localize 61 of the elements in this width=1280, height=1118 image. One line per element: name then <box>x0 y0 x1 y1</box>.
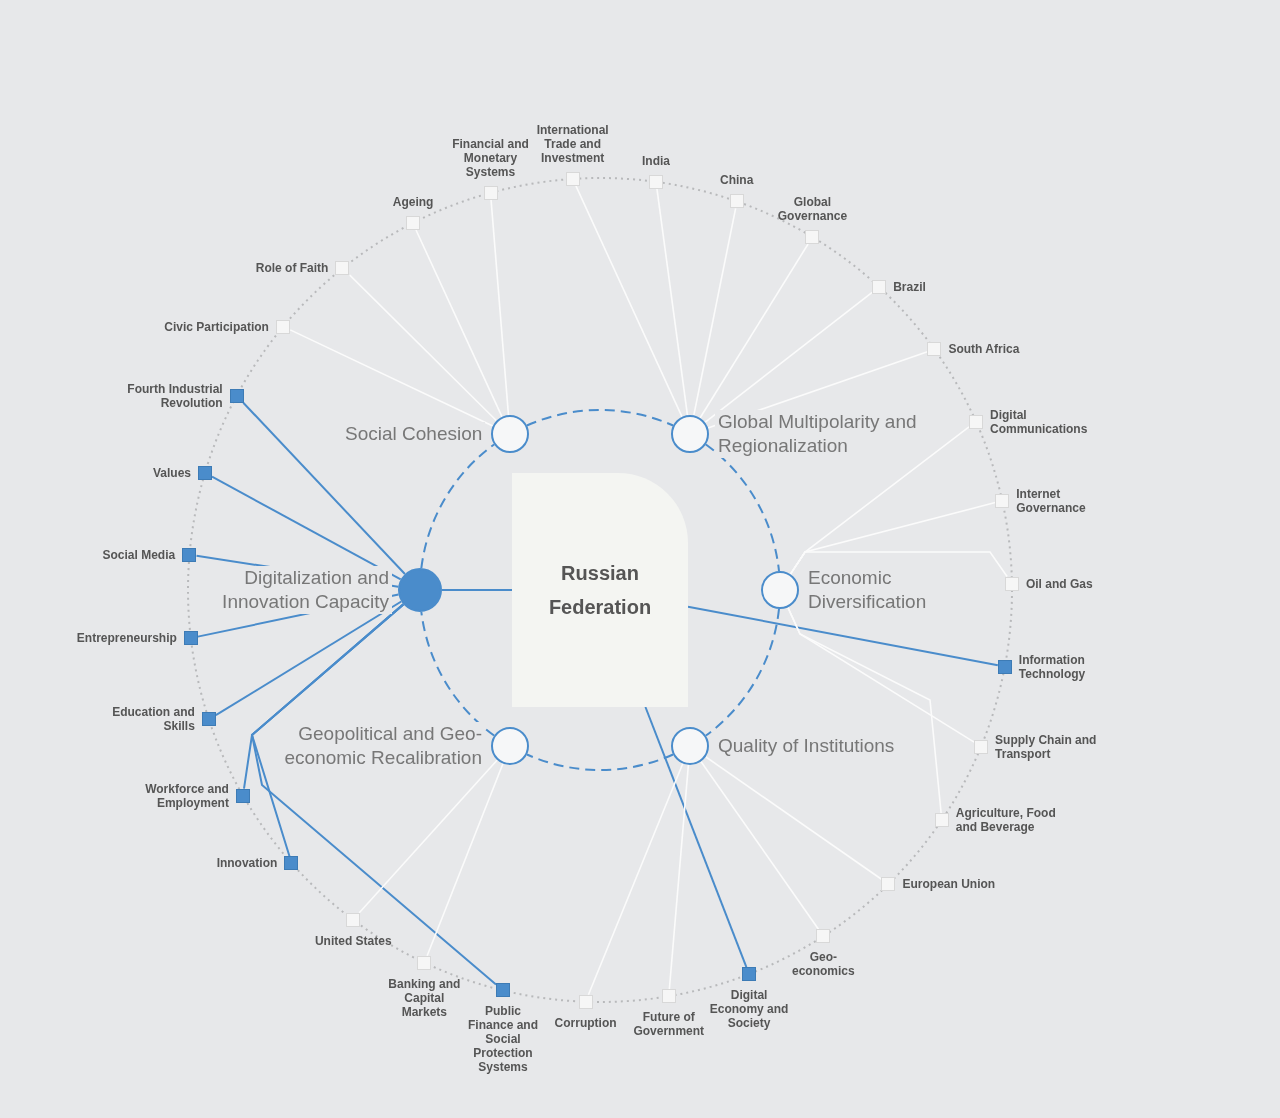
connector-line <box>289 329 494 427</box>
topic-label: Corruption <box>554 1015 617 1030</box>
topic-label: Financial and Monetary Systems <box>451 136 530 179</box>
connector-line <box>699 243 809 419</box>
topic-label: Digital Communications <box>990 407 1089 436</box>
topic-label: Public Finance and Social Protection Systems <box>466 1004 539 1075</box>
topic-label: Innovation <box>216 856 278 871</box>
center-panel <box>512 473 688 707</box>
dashed-arc <box>420 443 496 570</box>
dashed-arc <box>525 409 675 427</box>
topic-label: Fourth Industrial Revolution <box>126 381 223 410</box>
connector-line <box>250 603 497 986</box>
connector-line <box>687 605 999 667</box>
topic-label: European Union <box>902 877 996 892</box>
connector-line <box>490 199 510 416</box>
topic-label: Role of Faith <box>255 261 329 276</box>
topic-label: Banking and Capital Markets <box>387 976 462 1019</box>
topic-label: Internet Governance <box>1016 486 1087 515</box>
connector-line <box>348 274 498 422</box>
topic-label: South Africa <box>948 342 1020 357</box>
connector-line <box>242 401 406 575</box>
connector-line <box>415 229 503 418</box>
topic-label: Education and Skills <box>111 705 195 734</box>
topic-label: Ageing <box>392 195 434 209</box>
connector-line <box>700 760 820 930</box>
connector-line <box>575 185 683 418</box>
topic-label: United States <box>314 933 392 948</box>
connector-line <box>668 764 690 990</box>
topic-label: Social Media <box>102 547 176 562</box>
connector-line <box>214 600 403 717</box>
topic-label: India <box>642 153 670 168</box>
connector-line <box>211 475 402 581</box>
dashed-arc <box>420 610 496 737</box>
topic-label: Digital Economy and Society <box>709 988 790 1031</box>
connector-line <box>644 706 748 969</box>
connector-line <box>656 188 689 417</box>
topic-label: International Trade and Investment <box>535 122 610 165</box>
topic-label: Agriculture, Food and Beverage <box>955 806 1057 835</box>
connector-line <box>692 207 737 417</box>
connector-line <box>704 755 883 881</box>
connector-line <box>441 589 513 591</box>
topic-label: Future of Government <box>632 1010 706 1039</box>
topic-label: Brazil <box>893 279 926 294</box>
topic-label: Supply Chain and Transport <box>995 732 1098 761</box>
connector-line <box>358 759 499 914</box>
topic-label: Entrepreneurship <box>76 631 177 646</box>
topic-label: Oil and Gas <box>1025 576 1093 591</box>
topic-label: Civic Participation <box>164 319 269 334</box>
dashed-arc <box>525 753 675 771</box>
connector-line <box>704 291 873 424</box>
topic-label: Information Technology <box>1018 652 1087 681</box>
dashed-arc <box>704 443 780 573</box>
connector-line <box>587 762 684 996</box>
topic-label: Geo-economics <box>791 950 856 979</box>
connector-line <box>426 762 504 957</box>
topic-label: Workforce and Employment <box>144 781 229 810</box>
dashed-arc <box>704 607 780 737</box>
topic-label: China <box>720 173 754 188</box>
topic-label: Values <box>153 465 192 480</box>
topic-label: Global Governance <box>776 195 849 223</box>
country-name: Russian Federation <box>547 561 653 620</box>
